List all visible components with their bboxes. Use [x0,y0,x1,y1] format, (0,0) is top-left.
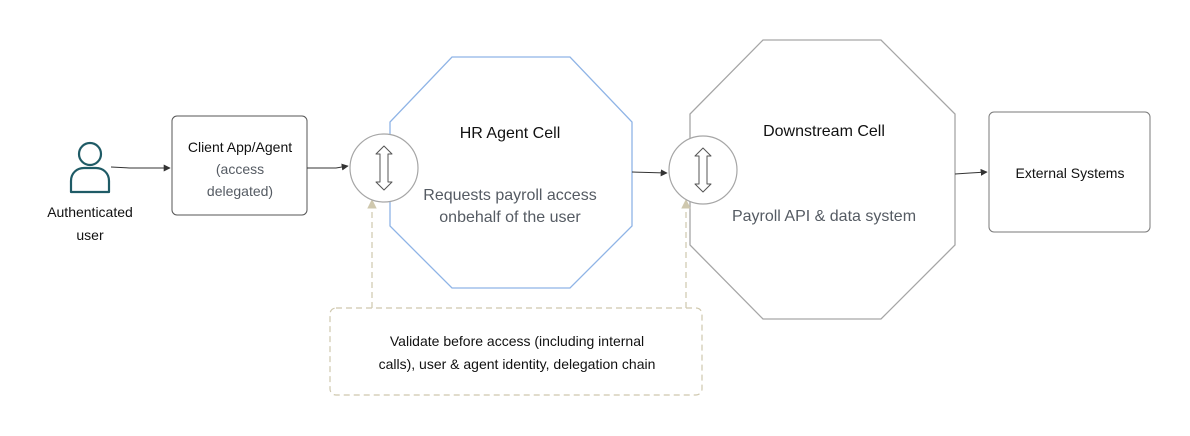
person-icon [69,141,111,194]
hr-agent-cell-shape [389,56,633,289]
hr-cell-desc-line1: Requests payroll access [423,187,596,204]
downstream-cell-title: Downstream Cell [763,123,885,140]
client-app-title: Client App/Agent [188,139,292,155]
updown-arrow-icon [375,145,393,191]
external-systems-box [988,111,1151,233]
arrow-user-to-client [110,164,171,172]
hr-cell-title: HR Agent Cell [460,125,561,142]
hr-gateway [349,133,419,203]
arrow-hr-to-downstream-gateway [631,169,668,177]
validation-box [329,307,703,396]
arrow-downstream-to-external [954,168,988,176]
downstream-gateway [668,135,738,205]
client-app-sub-line1: (access [216,161,264,177]
updown-arrow-icon [694,147,712,193]
validation-line1: Validate before access (including intern… [390,333,644,349]
validation-line2: calls), user & agent identity, delegatio… [379,356,656,372]
hr-cell-desc-line2: onbehalf of the user [439,209,581,226]
user-label-line2: user [76,227,104,243]
user-label-line1: Authenticated [47,204,133,220]
client-app-sub-line2: delegated) [207,183,273,199]
arrow-client-to-hr-gateway [307,163,349,171]
client-app-box [171,115,308,216]
downstream-cell-desc: Payroll API & data system [732,208,916,225]
external-systems-label: External Systems [1016,165,1125,181]
